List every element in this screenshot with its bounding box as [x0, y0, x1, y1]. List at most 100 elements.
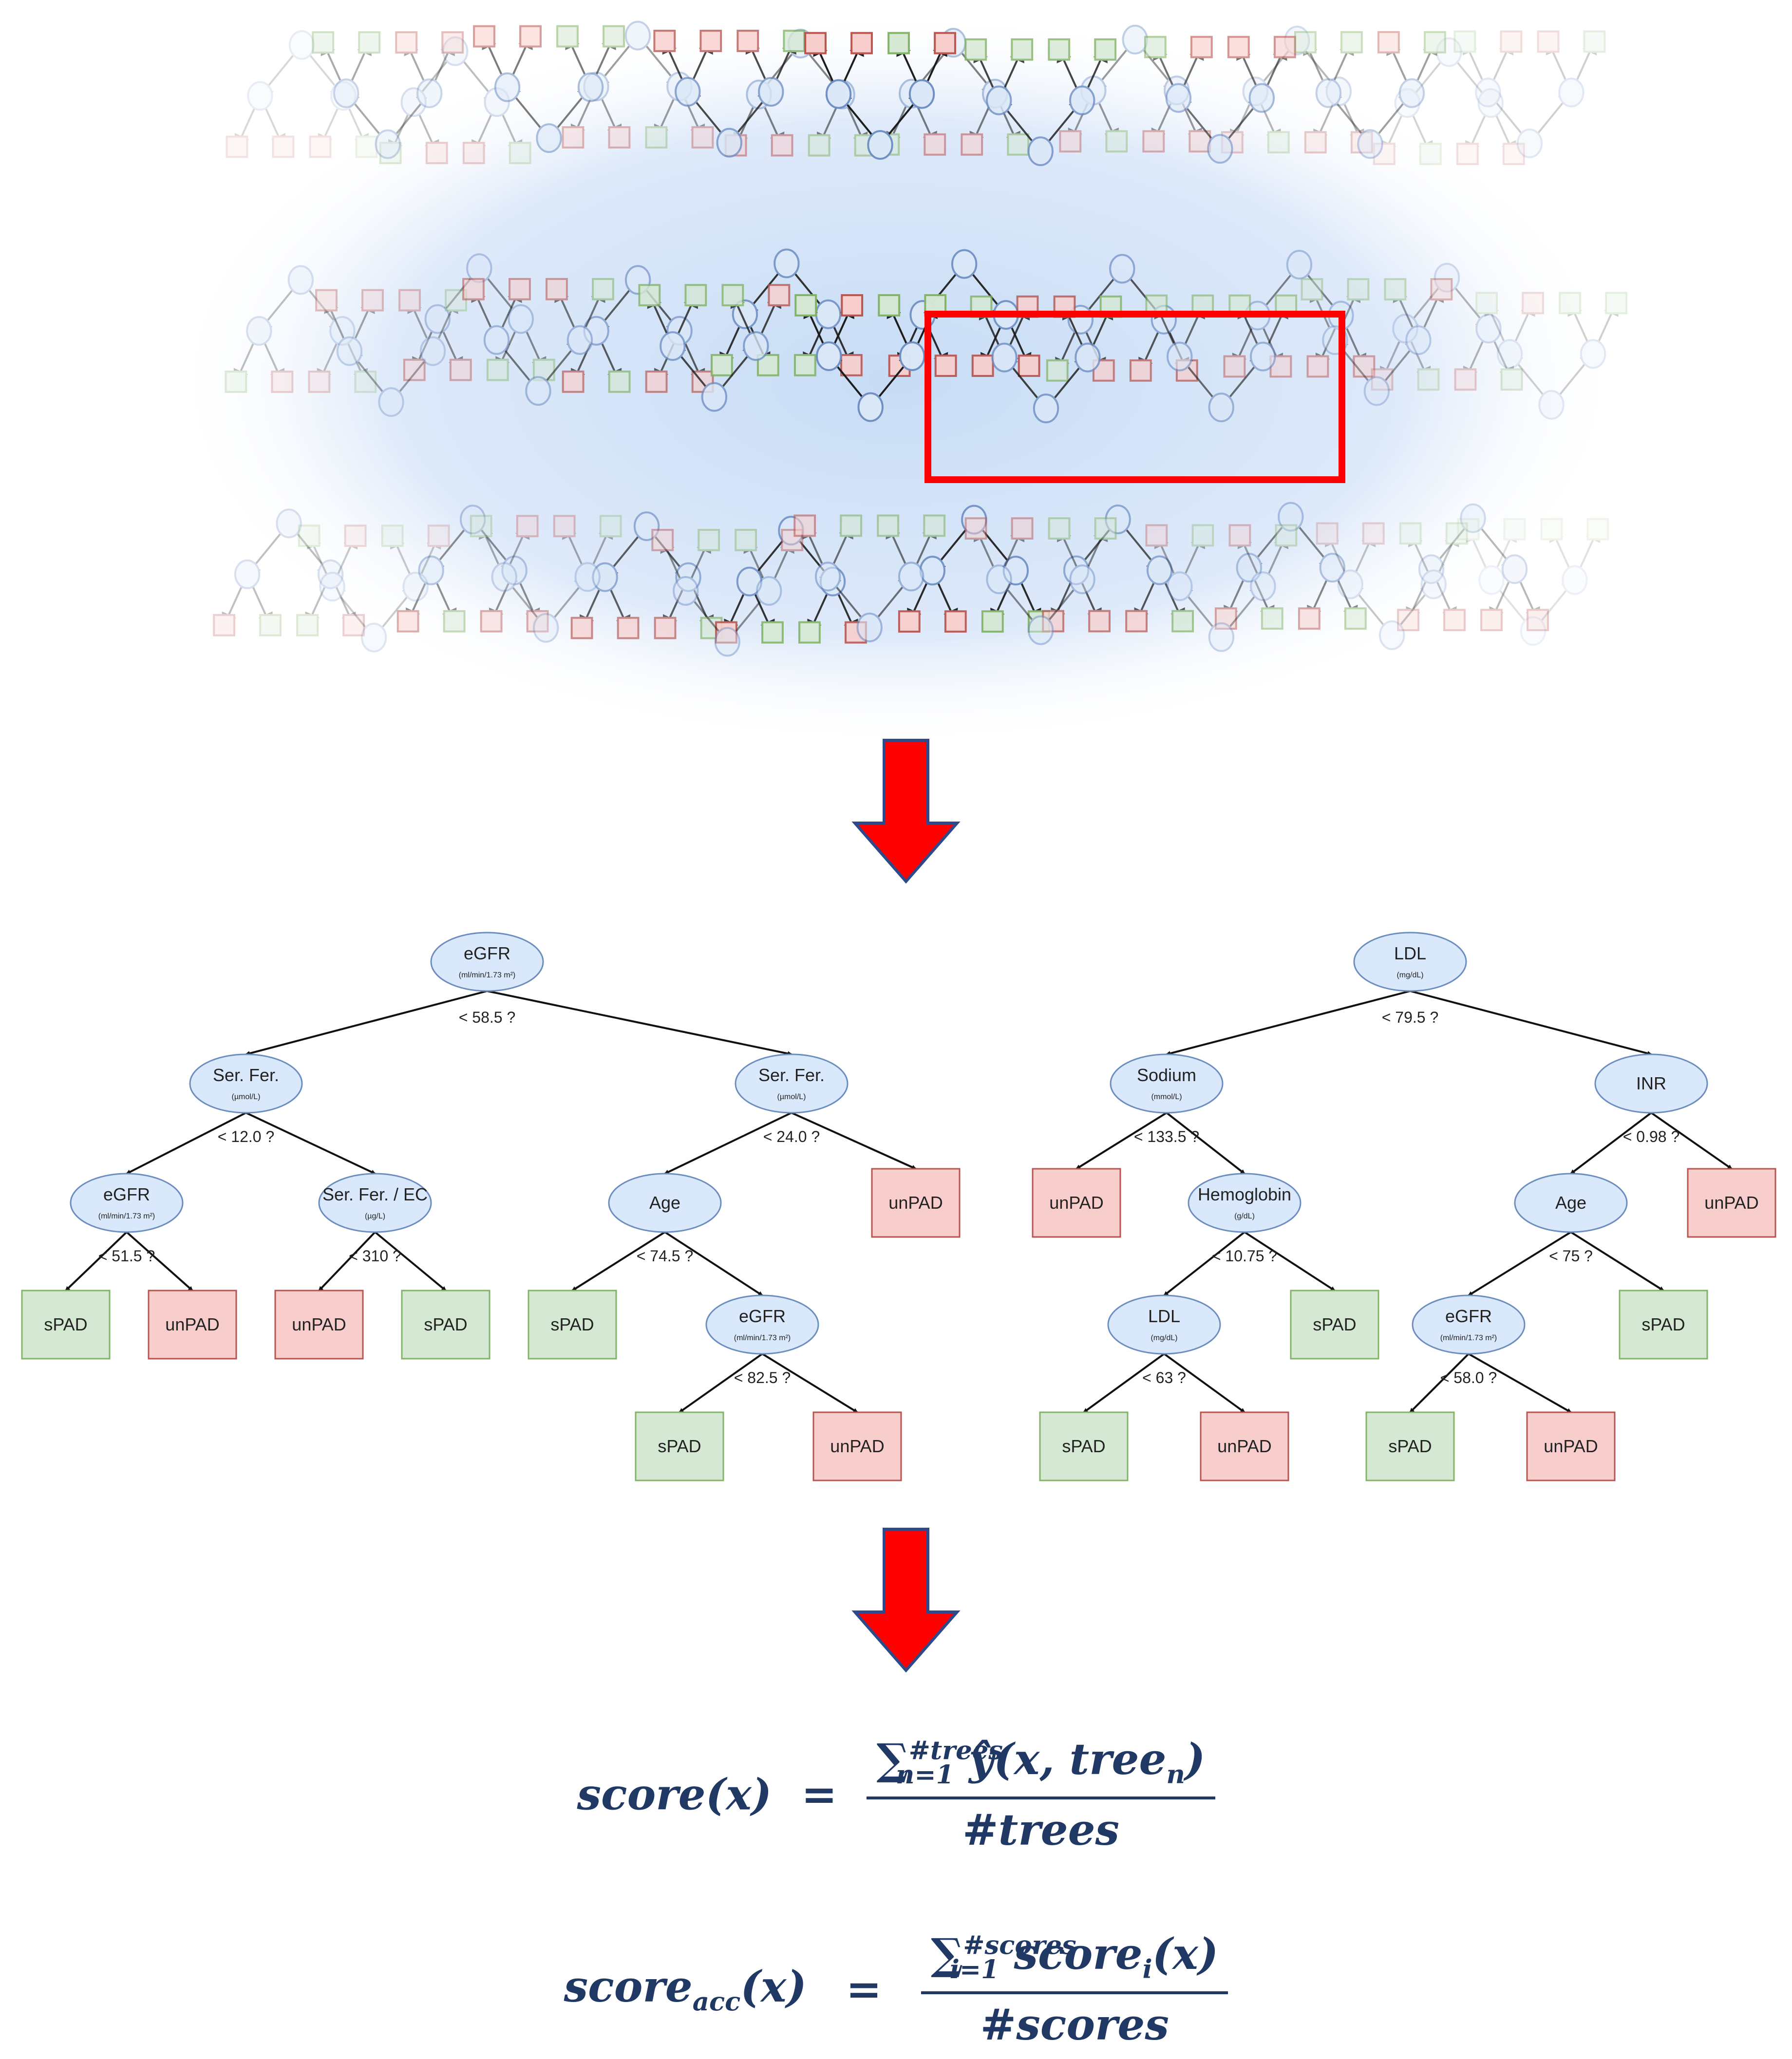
- forest-edge: [256, 279, 302, 334]
- forest-leaf: [1011, 517, 1034, 540]
- forest-node: [1027, 136, 1054, 167]
- forest-node: [675, 76, 701, 107]
- forest-leaf: [296, 614, 319, 636]
- forest-node: [1165, 83, 1192, 113]
- decision-node-unit: (g/dL): [1234, 1212, 1255, 1220]
- formula1-sum: ∑: [876, 1734, 909, 1784]
- forest-edge: [1490, 525, 1517, 580]
- forest-edge: [496, 101, 523, 157]
- tree-edge: [65, 1231, 128, 1292]
- decision-node-unit: (mmol/L): [1151, 1093, 1182, 1101]
- forest-leaf: [516, 515, 539, 538]
- forest-leaf: [259, 614, 282, 636]
- forest-node: [773, 248, 800, 279]
- split-condition: < 10.75 ?: [1212, 1247, 1277, 1265]
- forest-edge: [1570, 38, 1597, 93]
- forest-node: [1250, 571, 1276, 601]
- forest-edge: [436, 318, 463, 374]
- split-condition: < 79.5 ?: [1382, 1009, 1439, 1026]
- forest-leaf: [711, 354, 733, 376]
- tree-edge: [318, 1231, 376, 1292]
- forest-node: [716, 128, 743, 158]
- forest-node: [246, 316, 272, 346]
- forest-edge: [513, 570, 540, 625]
- forest-edge: [637, 35, 682, 90]
- tree-edge: [1468, 1231, 1572, 1296]
- decision-node-unit: (ml/min/1.73 m²): [1440, 1334, 1497, 1342]
- forest-mini-tree: [226, 30, 378, 158]
- forest-leaf: [964, 517, 987, 540]
- forest-mini-tree: [312, 31, 464, 159]
- leaf-spad-label: sPAD: [424, 1314, 467, 1334]
- forest-edge: [1386, 38, 1413, 94]
- forest-edge: [257, 44, 302, 99]
- leaf-spad-label: sPAD: [1388, 1436, 1432, 1456]
- forest-node: [1562, 565, 1588, 595]
- forest-node: [1538, 390, 1565, 420]
- decision-node-label: Sodium: [1137, 1065, 1196, 1085]
- decision-node-unit: (mg/dL): [1396, 971, 1423, 979]
- forest-leaf: [556, 25, 579, 48]
- forest-edge: [1091, 38, 1136, 94]
- forest-edge: [479, 522, 506, 578]
- forest-leaf: [213, 614, 236, 636]
- forest-edge: [348, 297, 375, 352]
- forest-leaf: [1353, 355, 1376, 378]
- forest-leaf: [877, 514, 900, 537]
- forest-node: [814, 562, 841, 592]
- tree-edge: [1075, 1112, 1168, 1170]
- forest-node: [701, 382, 728, 412]
- forest-edge: [1417, 285, 1444, 341]
- split-condition: < 133.5 ?: [1134, 1128, 1199, 1145]
- forest-leaf: [1227, 36, 1250, 58]
- forest-node: [508, 304, 534, 334]
- forest-leaf: [715, 621, 737, 644]
- forest-node: [466, 253, 492, 283]
- forest-node: [1167, 341, 1193, 372]
- forest-leaf: [398, 289, 421, 312]
- forest-edge: [222, 574, 248, 629]
- forest-leaf: [1500, 30, 1523, 53]
- forest-leaf: [1419, 143, 1442, 165]
- forest-edge: [1466, 525, 1492, 580]
- forest-leaf: [808, 134, 830, 157]
- forest-node: [375, 129, 401, 159]
- forest-leaf: [1145, 524, 1168, 547]
- tree-edges: [65, 990, 1733, 1413]
- formula1-term-close: ): [1185, 1734, 1206, 1784]
- tree-edge: [1166, 990, 1411, 1056]
- forest-edge: [1220, 583, 1265, 638]
- forest-node: [360, 622, 387, 653]
- forest-node: [1319, 553, 1346, 583]
- forest-edge: [245, 523, 290, 578]
- forest-leaf: [804, 32, 827, 55]
- forest-mini-tree: [793, 514, 946, 642]
- forest-node: [986, 564, 1012, 595]
- forest-mini-tree: [470, 515, 622, 643]
- formula2-lhs-text: score: [564, 1961, 693, 2012]
- forest-edge: [454, 50, 500, 105]
- forest-edge: [1532, 577, 1577, 632]
- forest-edge: [330, 583, 375, 638]
- forest-edge: [413, 101, 439, 157]
- leaf-unpad-shape: [871, 1168, 961, 1238]
- forest-node: [1033, 393, 1059, 424]
- forest-mini-tree: [213, 508, 365, 636]
- formula1-eq: =: [801, 1769, 837, 1820]
- forest-edge: [478, 267, 524, 322]
- forest-edge: [1462, 38, 1489, 93]
- forest-leaf: [1129, 359, 1152, 382]
- forest-edge: [1509, 299, 1535, 355]
- formula2-sum: ∑: [931, 1928, 963, 1979]
- forest-leaf: [971, 355, 994, 377]
- forest-edge: [1325, 530, 1352, 585]
- forest-node: [1337, 569, 1363, 599]
- forest-edge: [562, 522, 589, 578]
- forest-leaf: [654, 617, 677, 639]
- formula2-eq: =: [846, 1964, 882, 2015]
- forest-leaf: [462, 142, 485, 165]
- forest-edge: [545, 574, 590, 629]
- forest-leaf: [1537, 30, 1560, 53]
- forest-node: [1496, 339, 1523, 369]
- formula1-sum-lower: n=1: [896, 1759, 954, 1790]
